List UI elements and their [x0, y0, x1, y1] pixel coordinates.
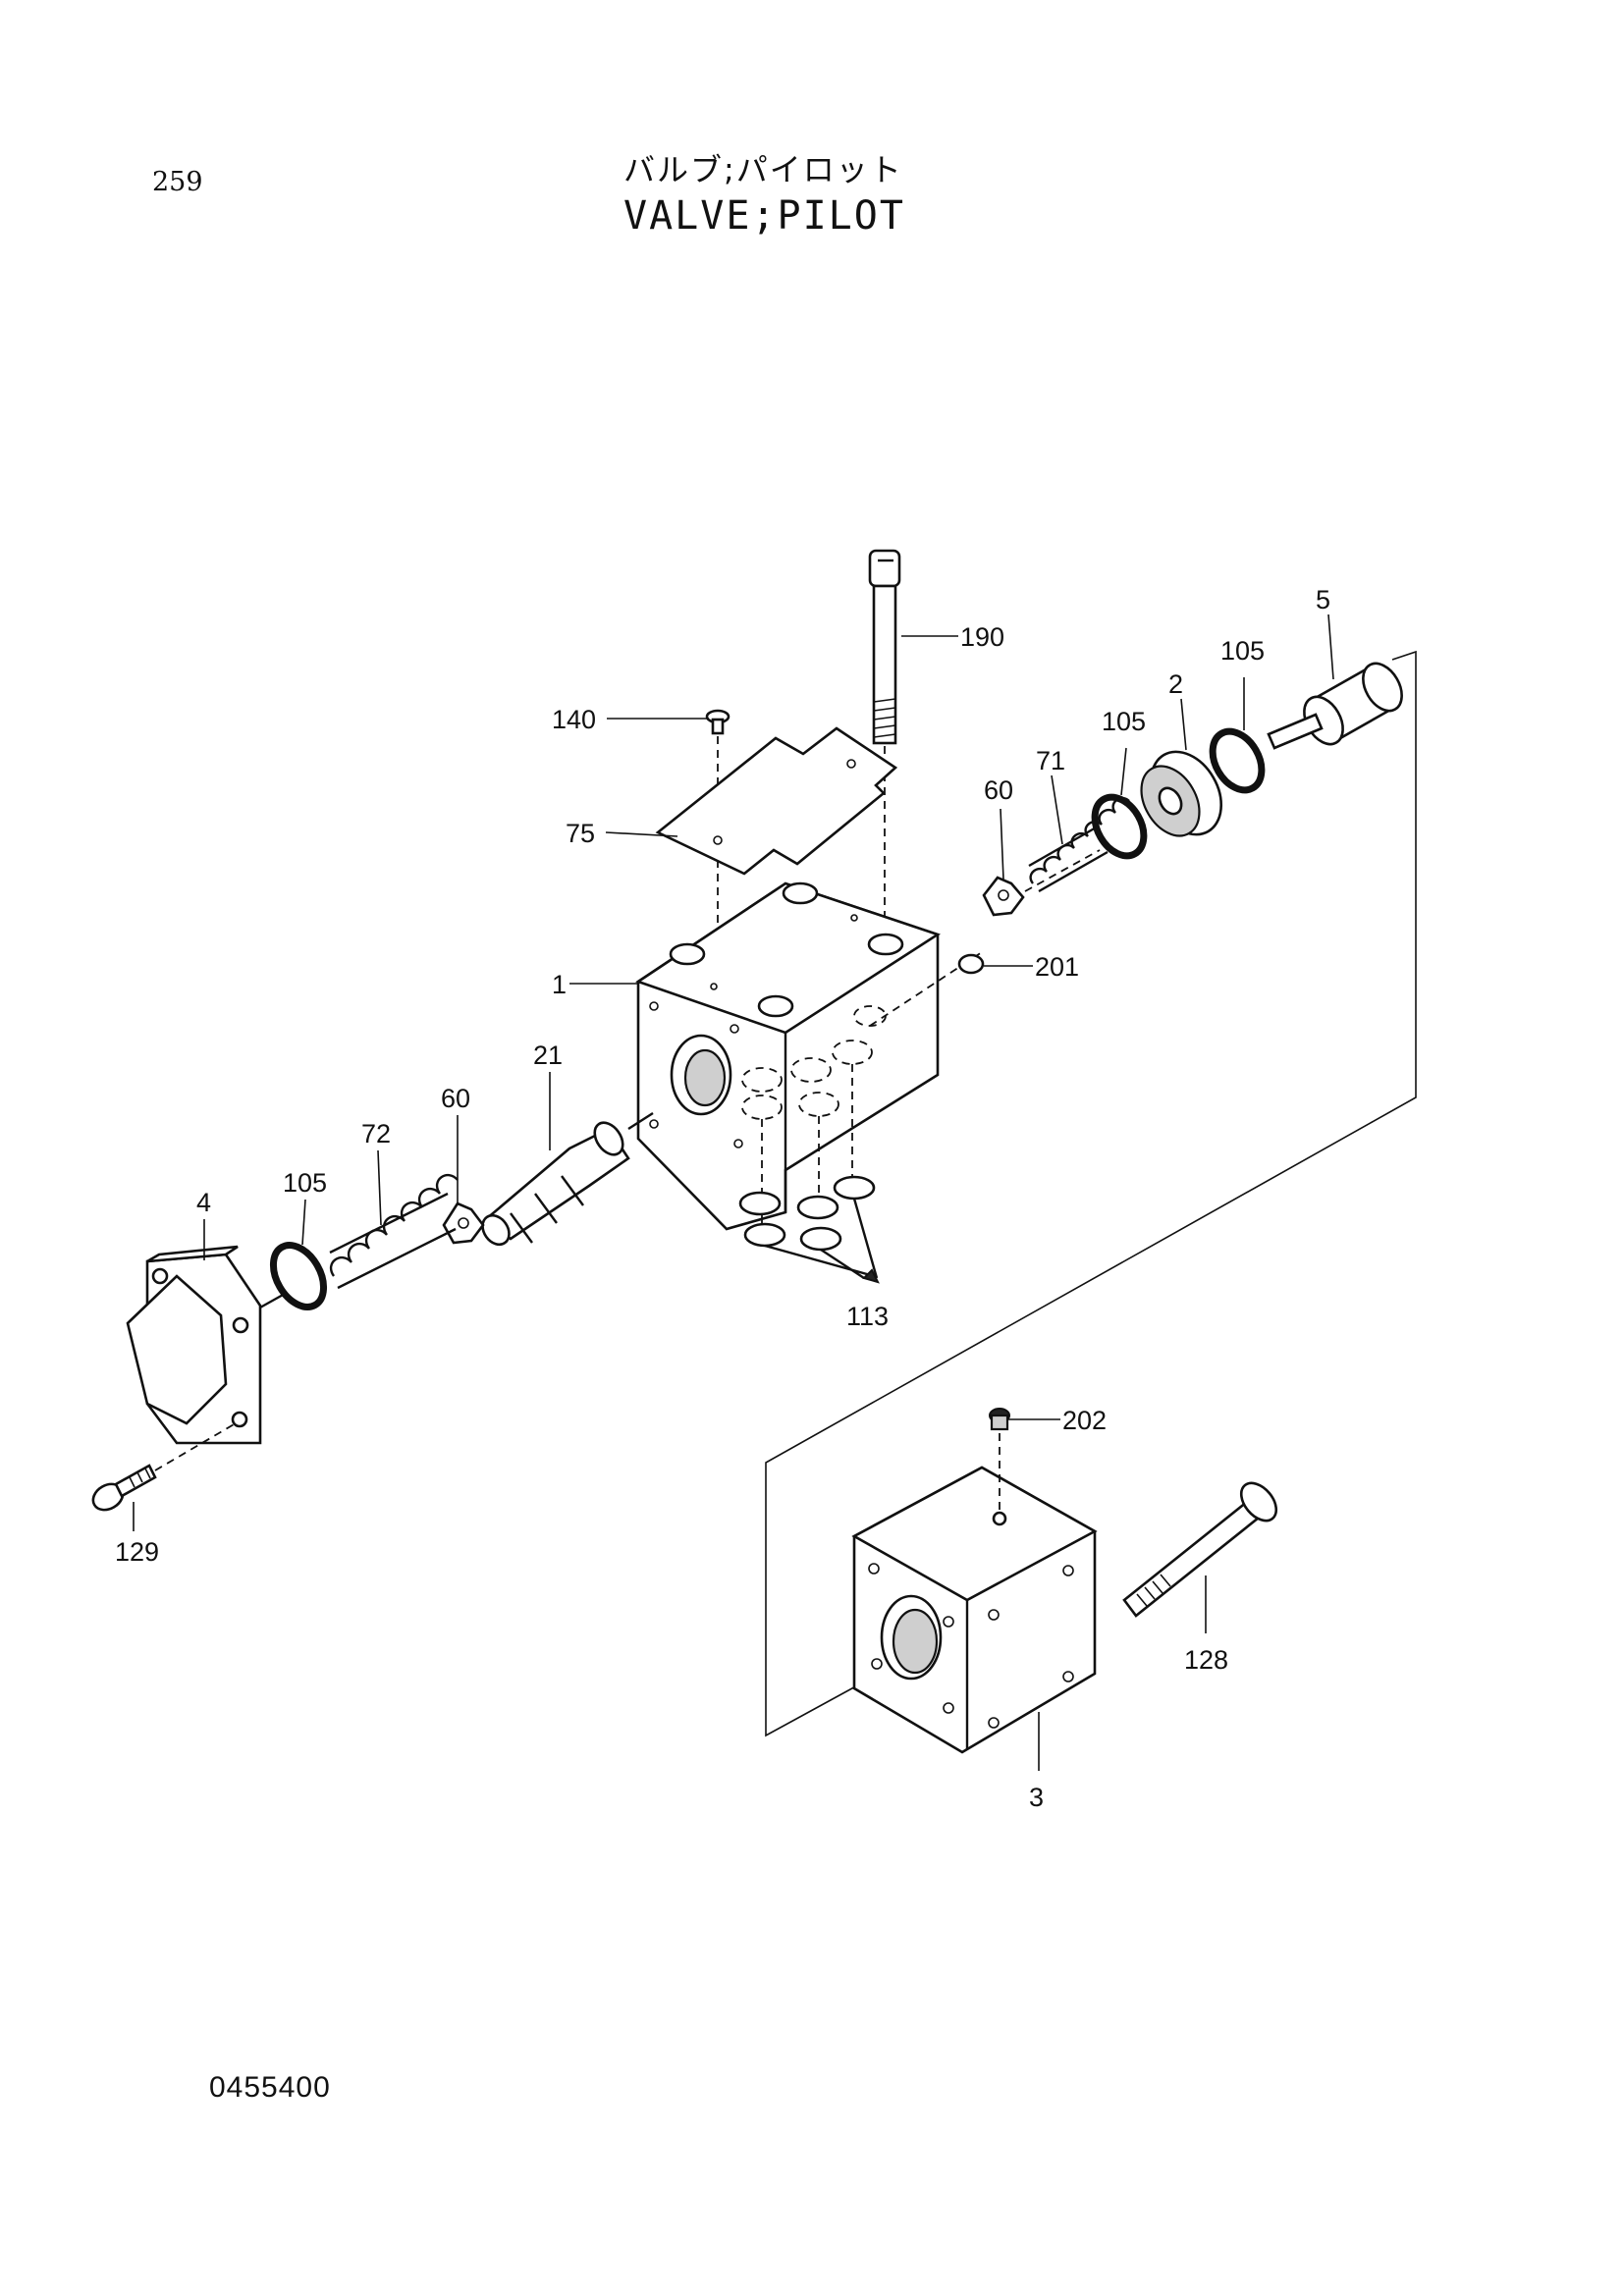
label-105-b: 105 — [1102, 707, 1146, 736]
title-japanese: バルブ;パイロット — [623, 151, 903, 188]
label-1: 1 — [552, 970, 567, 999]
part-202-plug-screw — [989, 1408, 1010, 1512]
label-2: 2 — [1168, 669, 1183, 699]
part-72-spring — [329, 1173, 459, 1290]
label-113: 113 — [846, 1302, 889, 1331]
label-128: 128 — [1184, 1645, 1228, 1675]
assembly-guide-lines — [765, 650, 1417, 1737]
label-5: 5 — [1316, 585, 1330, 614]
part-140-screw — [705, 709, 730, 982]
part-71-spring — [1028, 796, 1130, 893]
part-labels: 190 140 75 5 105 2 105 71 60 201 1 21 60… — [115, 585, 1330, 1812]
label-75: 75 — [566, 819, 595, 848]
document-number: 0455400 — [209, 2071, 331, 2104]
leader-lines — [133, 614, 1334, 1771]
label-202: 202 — [1062, 1406, 1107, 1435]
part-2-plug — [1140, 750, 1222, 837]
part-129-screw — [91, 1422, 237, 1512]
part-4-end-cover — [126, 1245, 286, 1445]
label-105-c: 105 — [283, 1168, 327, 1198]
label-60-b: 60 — [441, 1084, 470, 1113]
label-4: 4 — [196, 1188, 211, 1217]
part-21-spool — [481, 1111, 654, 1247]
part-113-o-rings — [738, 1175, 880, 1284]
part-105-o-ring-left — [269, 1242, 328, 1310]
label-60-a: 60 — [984, 775, 1013, 805]
part-60-spring-seat-right — [982, 849, 1101, 917]
label-72: 72 — [361, 1119, 391, 1148]
label-129: 129 — [115, 1537, 159, 1567]
part-3-lower-block — [851, 1466, 1098, 1754]
part-5-piston — [1267, 662, 1403, 750]
label-140: 140 — [552, 705, 596, 734]
part-190-bolt — [868, 549, 901, 937]
title-english: VALVE;PILOT — [623, 193, 905, 239]
label-105-a: 105 — [1220, 636, 1265, 666]
page-number: 259 — [152, 167, 203, 197]
part-1-valve-body — [635, 881, 983, 1237]
label-201: 201 — [1035, 952, 1079, 982]
label-71: 71 — [1036, 746, 1065, 775]
part-128-bolt — [1122, 1481, 1278, 1618]
label-190: 190 — [960, 622, 1004, 652]
part-60-spring-seat-left — [442, 1201, 485, 1245]
part-201-o-ring — [957, 953, 985, 975]
label-21: 21 — [533, 1041, 563, 1070]
part-105-o-rings-right — [1091, 727, 1266, 860]
part-75-gasket — [655, 726, 898, 876]
label-3: 3 — [1029, 1783, 1044, 1812]
